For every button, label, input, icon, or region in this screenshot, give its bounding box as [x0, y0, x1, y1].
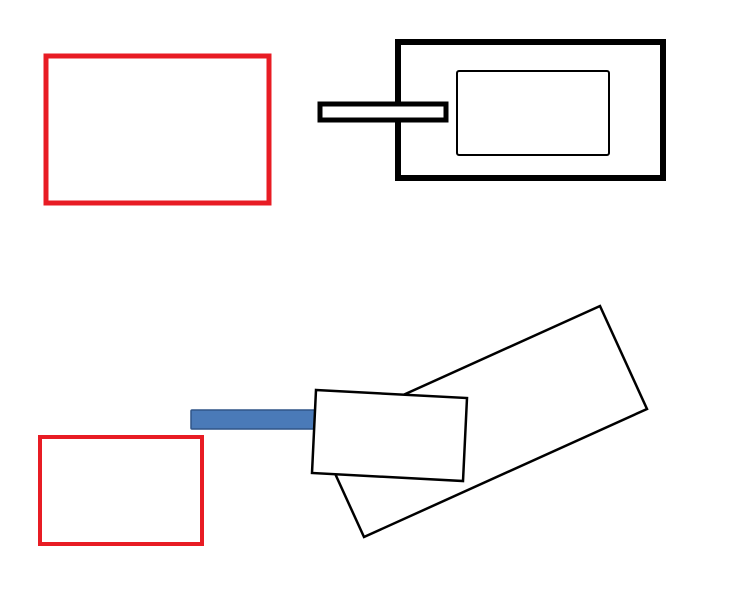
- top-red-rectangle: [43, 53, 272, 206]
- top-inner-rectangle: [456, 70, 610, 156]
- bottom-rotated-large-rectangle: [315, 304, 649, 539]
- top-connector-bar: [317, 101, 449, 123]
- bottom-red-rectangle: [38, 435, 204, 546]
- bottom-blue-connector-bar: [190, 409, 320, 430]
- bottom-tilted-small-rectangle: [310, 388, 469, 483]
